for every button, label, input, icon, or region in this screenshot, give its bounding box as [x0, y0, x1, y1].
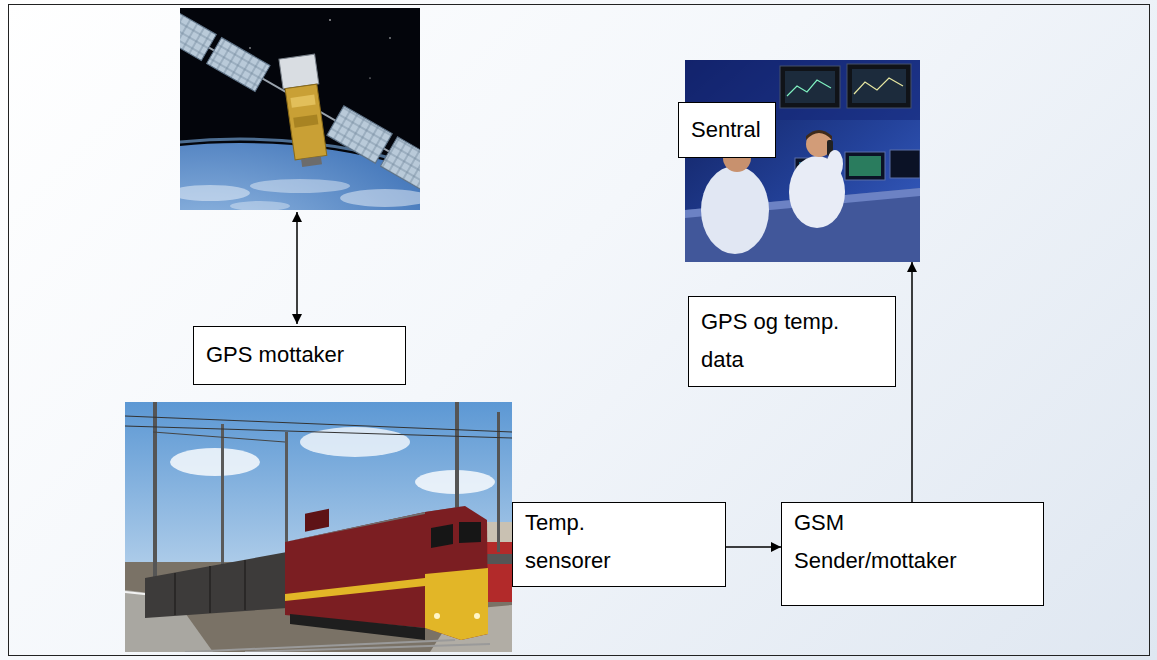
box-text: GPS og temp. data — [701, 303, 851, 379]
control-room-photo — [849, 156, 881, 176]
train-photo — [425, 568, 488, 640]
train-photo — [425, 506, 488, 640]
train-photo — [221, 424, 224, 584]
train-photo — [434, 613, 440, 619]
box-text: Temp. sensorer — [525, 504, 635, 580]
satellite-wings — [207, 38, 270, 92]
train-photo — [125, 402, 512, 652]
figure-frame — [9, 5, 1150, 656]
satellite-wings — [180, 8, 216, 60]
satellite-body — [279, 54, 319, 89]
satellite-photo — [180, 8, 420, 210]
satellite-body — [301, 156, 322, 167]
train-photo — [474, 613, 480, 619]
text-box: GPS mottaker — [193, 326, 406, 385]
train-photo — [285, 578, 425, 601]
satellite-wings — [381, 137, 420, 194]
control-room-photo — [787, 80, 831, 96]
satellite-body — [293, 114, 318, 127]
control-room-photo — [854, 78, 903, 94]
train-photo — [459, 522, 481, 543]
train-photo — [431, 524, 453, 548]
satellite-wings — [180, 8, 420, 210]
central-photo-node: Sentral — [678, 60, 920, 262]
node-label: Sentral — [678, 102, 776, 158]
flow-arrow — [911, 262, 913, 502]
satellite-photo — [389, 37, 390, 38]
train-photo — [497, 412, 500, 552]
train-photo — [244, 560, 246, 610]
control-room-photo — [785, 71, 835, 103]
control-room-photo — [827, 150, 843, 178]
box-text: GPS mottaker — [206, 336, 344, 374]
train-photo — [290, 614, 425, 640]
train-photo — [125, 402, 512, 652]
control-room-photo — [847, 64, 911, 108]
satellite-body — [285, 84, 327, 160]
train-photo — [153, 432, 285, 442]
control-room-photo — [852, 69, 906, 103]
control-room-photo — [701, 166, 769, 254]
satellite-photo — [329, 19, 331, 21]
control-room-photo — [806, 130, 832, 140]
gps-link-arrow — [296, 212, 298, 324]
train-photo — [245, 644, 490, 652]
train-photo — [125, 416, 512, 432]
control-room-photo — [780, 66, 840, 108]
control-room-photo — [685, 60, 920, 262]
train-photo — [125, 426, 512, 438]
train-photo — [145, 552, 287, 618]
control-room-photo — [845, 152, 885, 180]
train-photo — [170, 448, 260, 476]
control-room-photo — [806, 131, 832, 157]
satellite-body — [290, 95, 315, 108]
satellite-wings — [327, 106, 392, 163]
satellite-photo — [250, 179, 350, 193]
satellite-body — [279, 54, 330, 168]
satellite-photo — [340, 189, 420, 207]
satellite-photo — [230, 201, 290, 210]
text-box: GSM Sender/mottaker — [781, 502, 1044, 606]
satellite-photo — [249, 47, 250, 48]
control-room-photo — [890, 150, 920, 178]
flow-arrow — [726, 546, 781, 548]
satellite-photo — [369, 77, 370, 78]
satellite-photo — [180, 185, 250, 201]
satellite-wings — [180, 21, 420, 206]
train-photo — [174, 573, 176, 615]
text-box: GPS og temp. data — [688, 296, 896, 387]
train-photo — [209, 566, 211, 613]
train-photo — [305, 509, 329, 532]
control-room-photo — [685, 60, 920, 262]
box-text: GSM Sender/mottaker — [794, 504, 994, 580]
text-box: Temp. sensorer — [512, 502, 726, 587]
